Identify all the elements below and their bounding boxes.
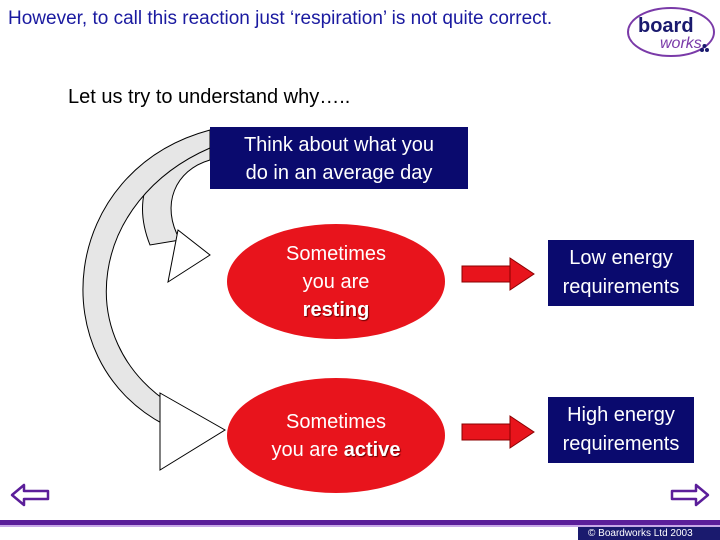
arrow-left-icon[interactable] (10, 483, 50, 507)
active-ellipse: Sometimes you are active (227, 378, 445, 493)
high-energy-box: High energy requirements (548, 397, 694, 463)
high-energy-line1: High energy (567, 404, 675, 426)
logo-word2: works (660, 35, 702, 52)
red-arrow-active (461, 415, 535, 449)
resting-emphasis: resting (302, 298, 370, 321)
red-arrow-resting (461, 257, 535, 291)
resting-line1: Sometimes (285, 242, 387, 265)
slide-heading: However, to call this reaction just ‘res… (8, 8, 553, 29)
low-energy-line1: Low energy (569, 247, 673, 269)
copyright-text: © Boardworks Ltd 2003 (588, 528, 693, 539)
arrow-right-icon[interactable] (670, 483, 710, 507)
resting-ellipse: Sometimes you are resting (227, 224, 445, 339)
curved-arrow-active (82, 129, 226, 471)
low-energy-line2: requirements (562, 276, 680, 298)
think-box-line2: do in an average day (245, 162, 433, 184)
think-box: Think about what you do in an average da… (210, 127, 468, 189)
active-emphasis: active (343, 438, 401, 461)
slide-subheading: Let us try to understand why….. (68, 86, 351, 108)
footer-bar (0, 520, 720, 525)
low-energy-box: Low energy requirements (548, 240, 694, 306)
active-line2-wrap: you are active (272, 436, 401, 464)
resting-line2: you are (302, 270, 370, 293)
footer-bar-light (0, 525, 720, 527)
copyright-background (578, 527, 720, 540)
active-line2: you are (271, 438, 344, 461)
active-line1: Sometimes (285, 410, 387, 433)
boardworks-logo: board works (627, 7, 715, 57)
think-box-line1: Think about what you (243, 134, 435, 156)
logo-word1: board (638, 15, 694, 37)
high-energy-line2: requirements (562, 433, 680, 455)
